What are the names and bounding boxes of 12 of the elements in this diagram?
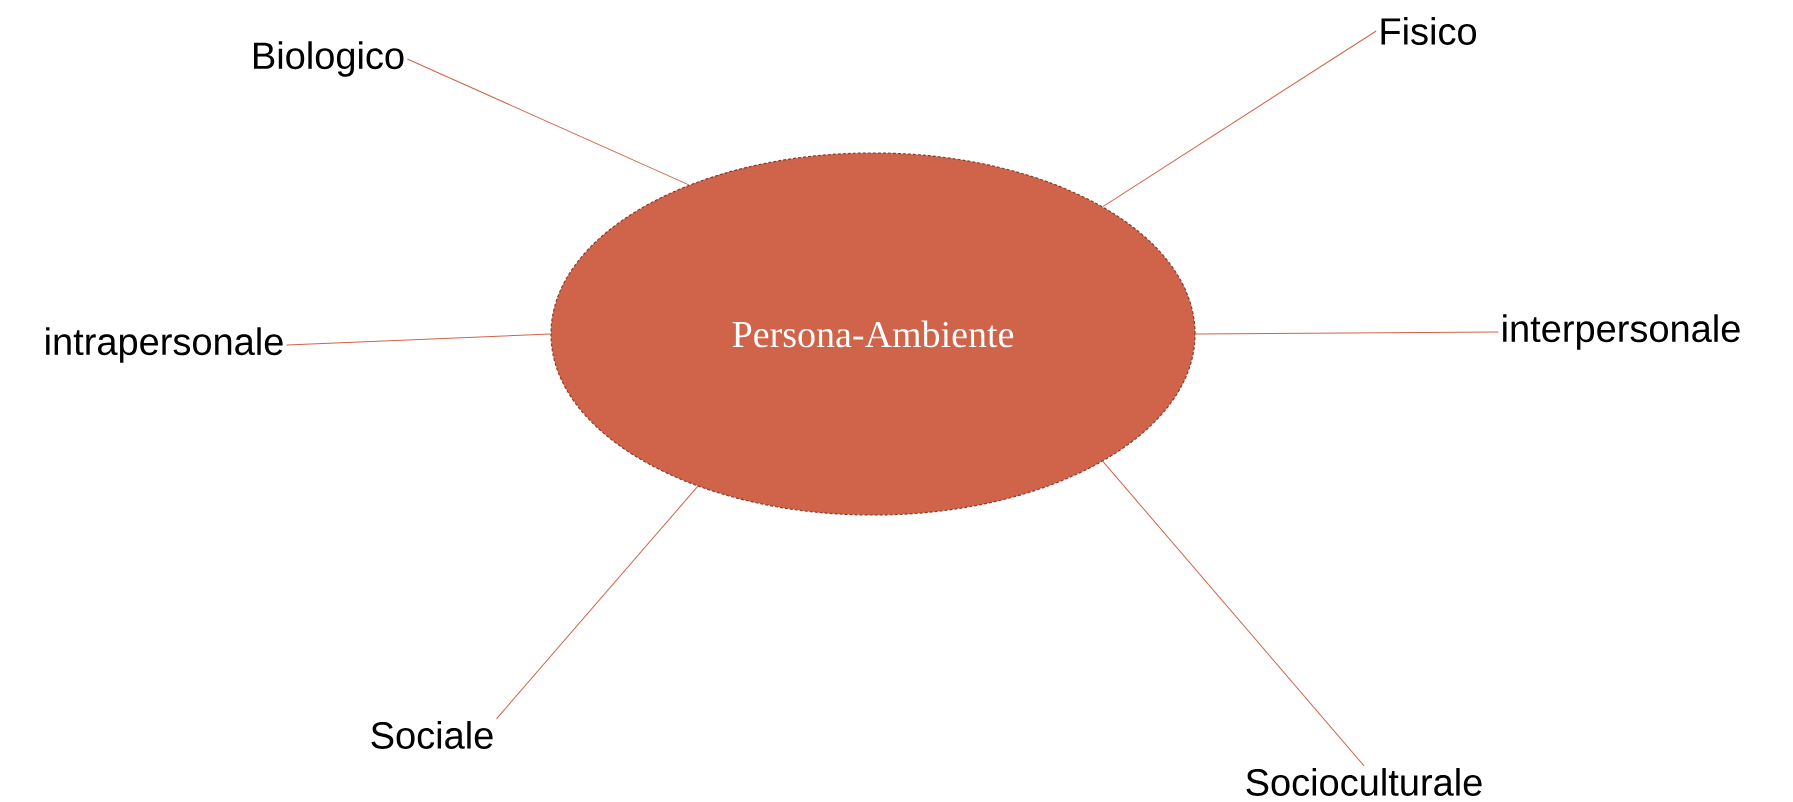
label-text: interpersonale <box>1503 314 1740 350</box>
label-text: Fisico <box>1381 17 1477 45</box>
connector-line <box>406 58 690 186</box>
connector-line <box>286 333 551 346</box>
connector-line <box>1102 30 1377 208</box>
connector-line <box>1195 331 1499 335</box>
label-text: Sociale <box>371 721 493 749</box>
connector-line <box>496 485 699 720</box>
label-text: Biologico <box>254 41 404 77</box>
connector-line <box>1102 460 1365 767</box>
label-text: Socioculturale <box>1246 768 1482 796</box>
label-text: intrapersonale <box>46 327 283 363</box>
